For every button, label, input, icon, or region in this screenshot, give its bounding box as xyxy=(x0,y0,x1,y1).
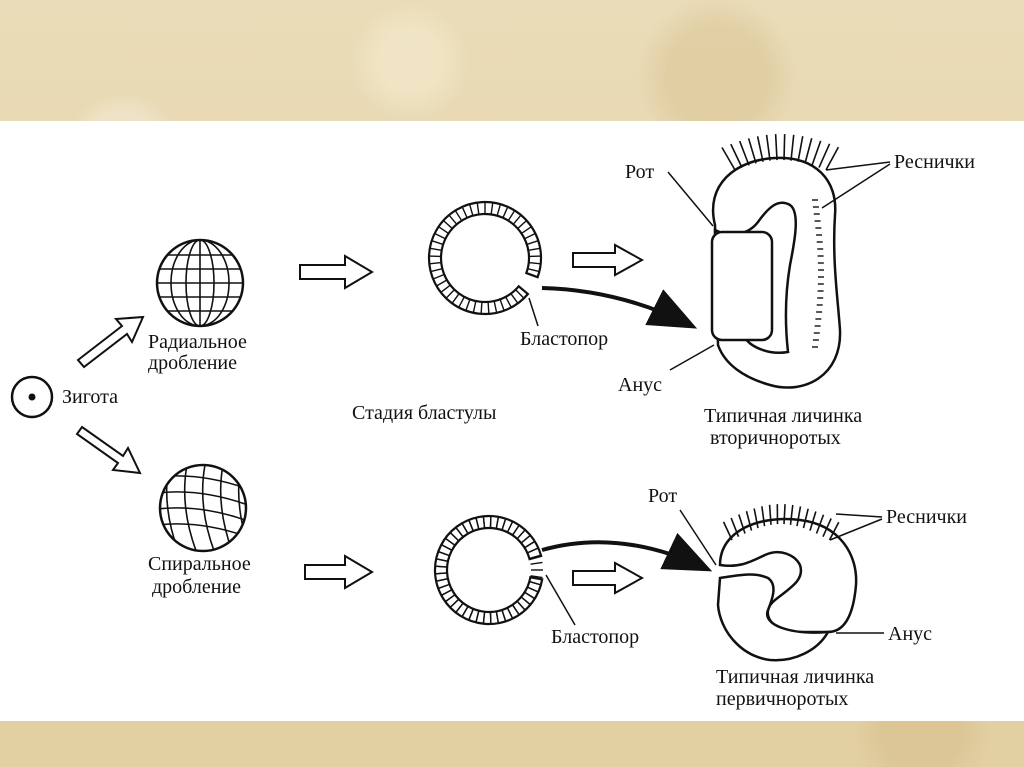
anus-bottom-label: Анус xyxy=(888,623,932,645)
blastula-top xyxy=(427,200,543,316)
blastopore-top-leader xyxy=(528,297,539,327)
blastula-bottom xyxy=(433,514,544,626)
blastopore-bottom-leader xyxy=(545,574,576,626)
anus-top-leader xyxy=(669,344,715,371)
cilia-bottom-label: Реснички xyxy=(886,506,967,528)
arrow-blastula-to-deuterostome-larva xyxy=(572,243,645,277)
mouth-bottom-label: Рот xyxy=(648,485,677,507)
deuterostome-larva xyxy=(710,134,842,389)
arrow-radial-to-blastula xyxy=(299,254,374,290)
blastula-stage-label: Стадия бластулы xyxy=(352,402,496,424)
cilia-bottom-leader-2 xyxy=(829,518,883,541)
cilia-top-label: Реснички xyxy=(894,151,975,173)
protostome-label-1: Типичная личинка xyxy=(716,666,874,688)
deuterostome-label-2: вторичноротых xyxy=(710,427,841,449)
cilia-top-leader-1 xyxy=(825,161,891,171)
arrow-spiral-to-blastula xyxy=(304,554,374,590)
radial-cleavage-embryo xyxy=(155,238,245,328)
blastopore-top-label: Бластопор xyxy=(520,328,608,350)
mouth-top-leader xyxy=(667,171,714,227)
protostome-larva xyxy=(716,504,858,662)
cilia-top-leader-2 xyxy=(821,163,891,209)
deuterostome-label-1: Типичная личинка xyxy=(704,405,862,427)
spiral-cleavage-label-2: дробление xyxy=(152,576,241,598)
arrow-blastopore-to-anus xyxy=(541,286,698,329)
mouth-top-label: Рот xyxy=(625,161,654,183)
anus-top-label: Анус xyxy=(618,374,662,396)
arrow-zygote-to-radial xyxy=(76,315,145,369)
blastopore-bottom-label: Бластопор xyxy=(551,626,639,648)
radial-cleavage-label-2: дробление xyxy=(148,352,237,374)
arrow-blastopore-to-mouth xyxy=(541,532,713,572)
zygote-icon xyxy=(10,375,54,419)
arrow-zygote-to-spiral xyxy=(75,425,142,475)
radial-cleavage-label-1: Радиальное xyxy=(148,331,247,353)
mouth-bottom-leader xyxy=(679,509,717,566)
zygote-label: Зигота xyxy=(62,386,118,408)
spiral-cleavage-label-1: Спиральное xyxy=(148,553,251,575)
cilia-bottom-leader-1 xyxy=(835,513,883,518)
spiral-cleavage-embryo xyxy=(158,463,248,553)
arrow-blastula-to-protostome-larva xyxy=(572,561,645,595)
protostome-label-2: первичноротых xyxy=(716,688,848,710)
